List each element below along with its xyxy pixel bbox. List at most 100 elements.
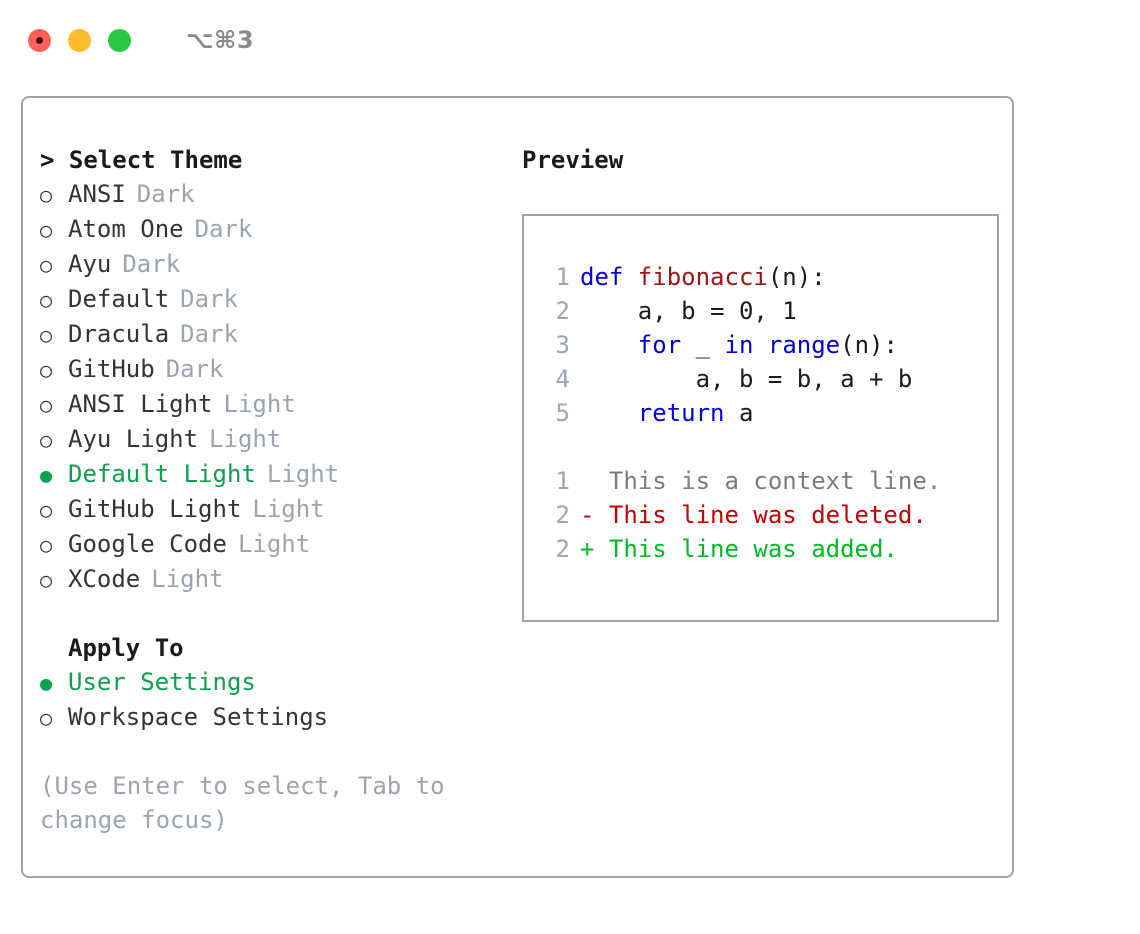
radio-selected-icon: ●	[40, 671, 53, 695]
code-line-text: a, b = b, a + b	[580, 362, 913, 396]
theme-option-label: ANSI Light	[68, 390, 213, 418]
radio-unselected-icon: ○	[40, 218, 53, 242]
diff-line-text: - This line was deleted.	[580, 501, 927, 529]
keyboard-shortcut-label: ⌥⌘3	[186, 26, 255, 54]
radio-selected-icon: ●	[40, 463, 53, 487]
theme-option-label: XCode	[68, 565, 141, 593]
code-diff-separator	[536, 430, 997, 464]
code-token-plain: a	[724, 399, 754, 427]
theme-option-label: Default	[68, 285, 170, 313]
theme-option-dracula[interactable]: ○ Dracula Dark	[40, 317, 500, 352]
radio-unselected-icon: ○	[40, 253, 53, 277]
code-line-number: 3	[555, 331, 570, 359]
theme-option-ansi-light[interactable]: ○ ANSI Light Light	[40, 387, 500, 422]
theme-option-tag: Light	[151, 565, 224, 593]
code-token-plain: a, b = 0, 1	[580, 297, 797, 325]
theme-option-xcode[interactable]: ○ XCode Light	[40, 562, 500, 597]
code-token-fn: fibonacci	[637, 263, 768, 291]
radio-unselected-icon: ○	[40, 498, 53, 522]
select-theme-header: > Select Theme	[40, 146, 243, 174]
theme-option-tag: Dark	[180, 320, 238, 348]
code-line-text: a, b = 0, 1	[580, 294, 797, 328]
keyboard-hint-text: (Use Enter to select, Tab to change focu…	[40, 772, 460, 834]
diff-line-number: 2	[555, 535, 570, 563]
maximize-window-button[interactable]	[108, 28, 131, 52]
apply-to-option-label: User Settings	[68, 668, 256, 696]
theme-option-label: Ayu	[68, 250, 112, 278]
code-token-kw: def	[580, 263, 638, 291]
diff-line-number: 1	[555, 467, 570, 495]
diff-sample: 1 This is a context line.2- This line wa…	[536, 464, 997, 566]
code-token-plain	[580, 399, 638, 427]
theme-option-github-light[interactable]: ○ GitHub Light Light	[40, 492, 500, 527]
diff-line-text: This is a context line.	[580, 467, 942, 495]
code-line-text: def fibonacci(n):	[580, 260, 826, 294]
diff-line-del: 2- This line was deleted.	[536, 498, 997, 532]
radio-unselected-icon: ○	[40, 358, 53, 382]
theme-option-tag: Light	[237, 530, 311, 558]
close-window-button[interactable]	[28, 28, 51, 52]
apply-to-option-workspace-settings[interactable]: ○ Workspace Settings	[40, 700, 500, 735]
theme-option-label: Default Light	[68, 460, 256, 488]
code-line: 1 def fibonacci(n):	[536, 260, 997, 294]
apply-to-list[interactable]: ● User Settings ○ Workspace Settings	[40, 665, 500, 735]
code-token-plain: (n):	[767, 263, 826, 291]
apply-to-option-label: Workspace Settings	[68, 703, 329, 731]
radio-unselected-icon: ○	[40, 568, 53, 592]
diff-line-add: 2+ This line was added.	[536, 532, 997, 566]
window-controls	[28, 28, 131, 52]
theme-option-default-light[interactable]: ● Default Light Light	[40, 457, 500, 492]
theme-option-tag: Light	[252, 495, 325, 523]
code-token-plain: (n):	[840, 331, 898, 359]
code-line: 2 a, b = 0, 1	[536, 294, 997, 328]
radio-unselected-icon: ○	[40, 706, 53, 730]
code-line-number: 5	[555, 399, 570, 427]
list-spacer	[40, 597, 500, 631]
theme-option-label: Ayu Light	[68, 425, 199, 453]
code-line-number: 1	[555, 263, 570, 291]
theme-option-ayu-light[interactable]: ○ Ayu Light Light	[40, 422, 500, 457]
code-line: 4 a, b = b, a + b	[536, 362, 997, 396]
radio-unselected-icon: ○	[40, 428, 53, 452]
radio-unselected-icon: ○	[40, 323, 53, 347]
theme-option-google-code[interactable]: ○ Google Code Light	[40, 527, 500, 562]
code-line-text: return a	[580, 396, 754, 430]
code-token-kw: range	[767, 331, 841, 359]
preview-title: Preview	[522, 146, 624, 174]
theme-option-tag: Light	[266, 460, 340, 488]
radio-unselected-icon: ○	[40, 533, 53, 557]
theme-option-tag: Dark	[136, 180, 195, 208]
theme-option-label: Google Code	[68, 530, 227, 558]
theme-option-label: GitHub	[68, 355, 155, 383]
radio-unselected-icon: ○	[40, 183, 53, 207]
code-line-number: 2	[555, 297, 570, 325]
code-line: 3 for _ in range(n):	[536, 328, 997, 362]
code-token-plain: _	[681, 331, 725, 359]
apply-to-header: Apply To	[68, 634, 184, 662]
theme-option-atom-one[interactable]: ○ Atom One Dark	[40, 212, 500, 247]
theme-option-label: Atom One	[68, 215, 184, 243]
theme-option-label: Dracula	[68, 320, 170, 348]
code-token-kw: return	[637, 399, 725, 427]
theme-option-tag: Light	[209, 425, 282, 453]
apply-to-option-user-settings[interactable]: ● User Settings	[40, 665, 500, 700]
theme-option-tag: Light	[223, 390, 296, 418]
theme-option-label: GitHub Light	[68, 495, 242, 523]
diff-line-ctx: 1 This is a context line.	[536, 464, 997, 498]
code-line: 5 return a	[536, 396, 997, 430]
radio-unselected-icon: ○	[40, 393, 53, 417]
code-token-kw: for	[637, 331, 682, 359]
minimize-window-button[interactable]	[68, 28, 91, 52]
theme-option-tag: Dark	[194, 215, 253, 243]
